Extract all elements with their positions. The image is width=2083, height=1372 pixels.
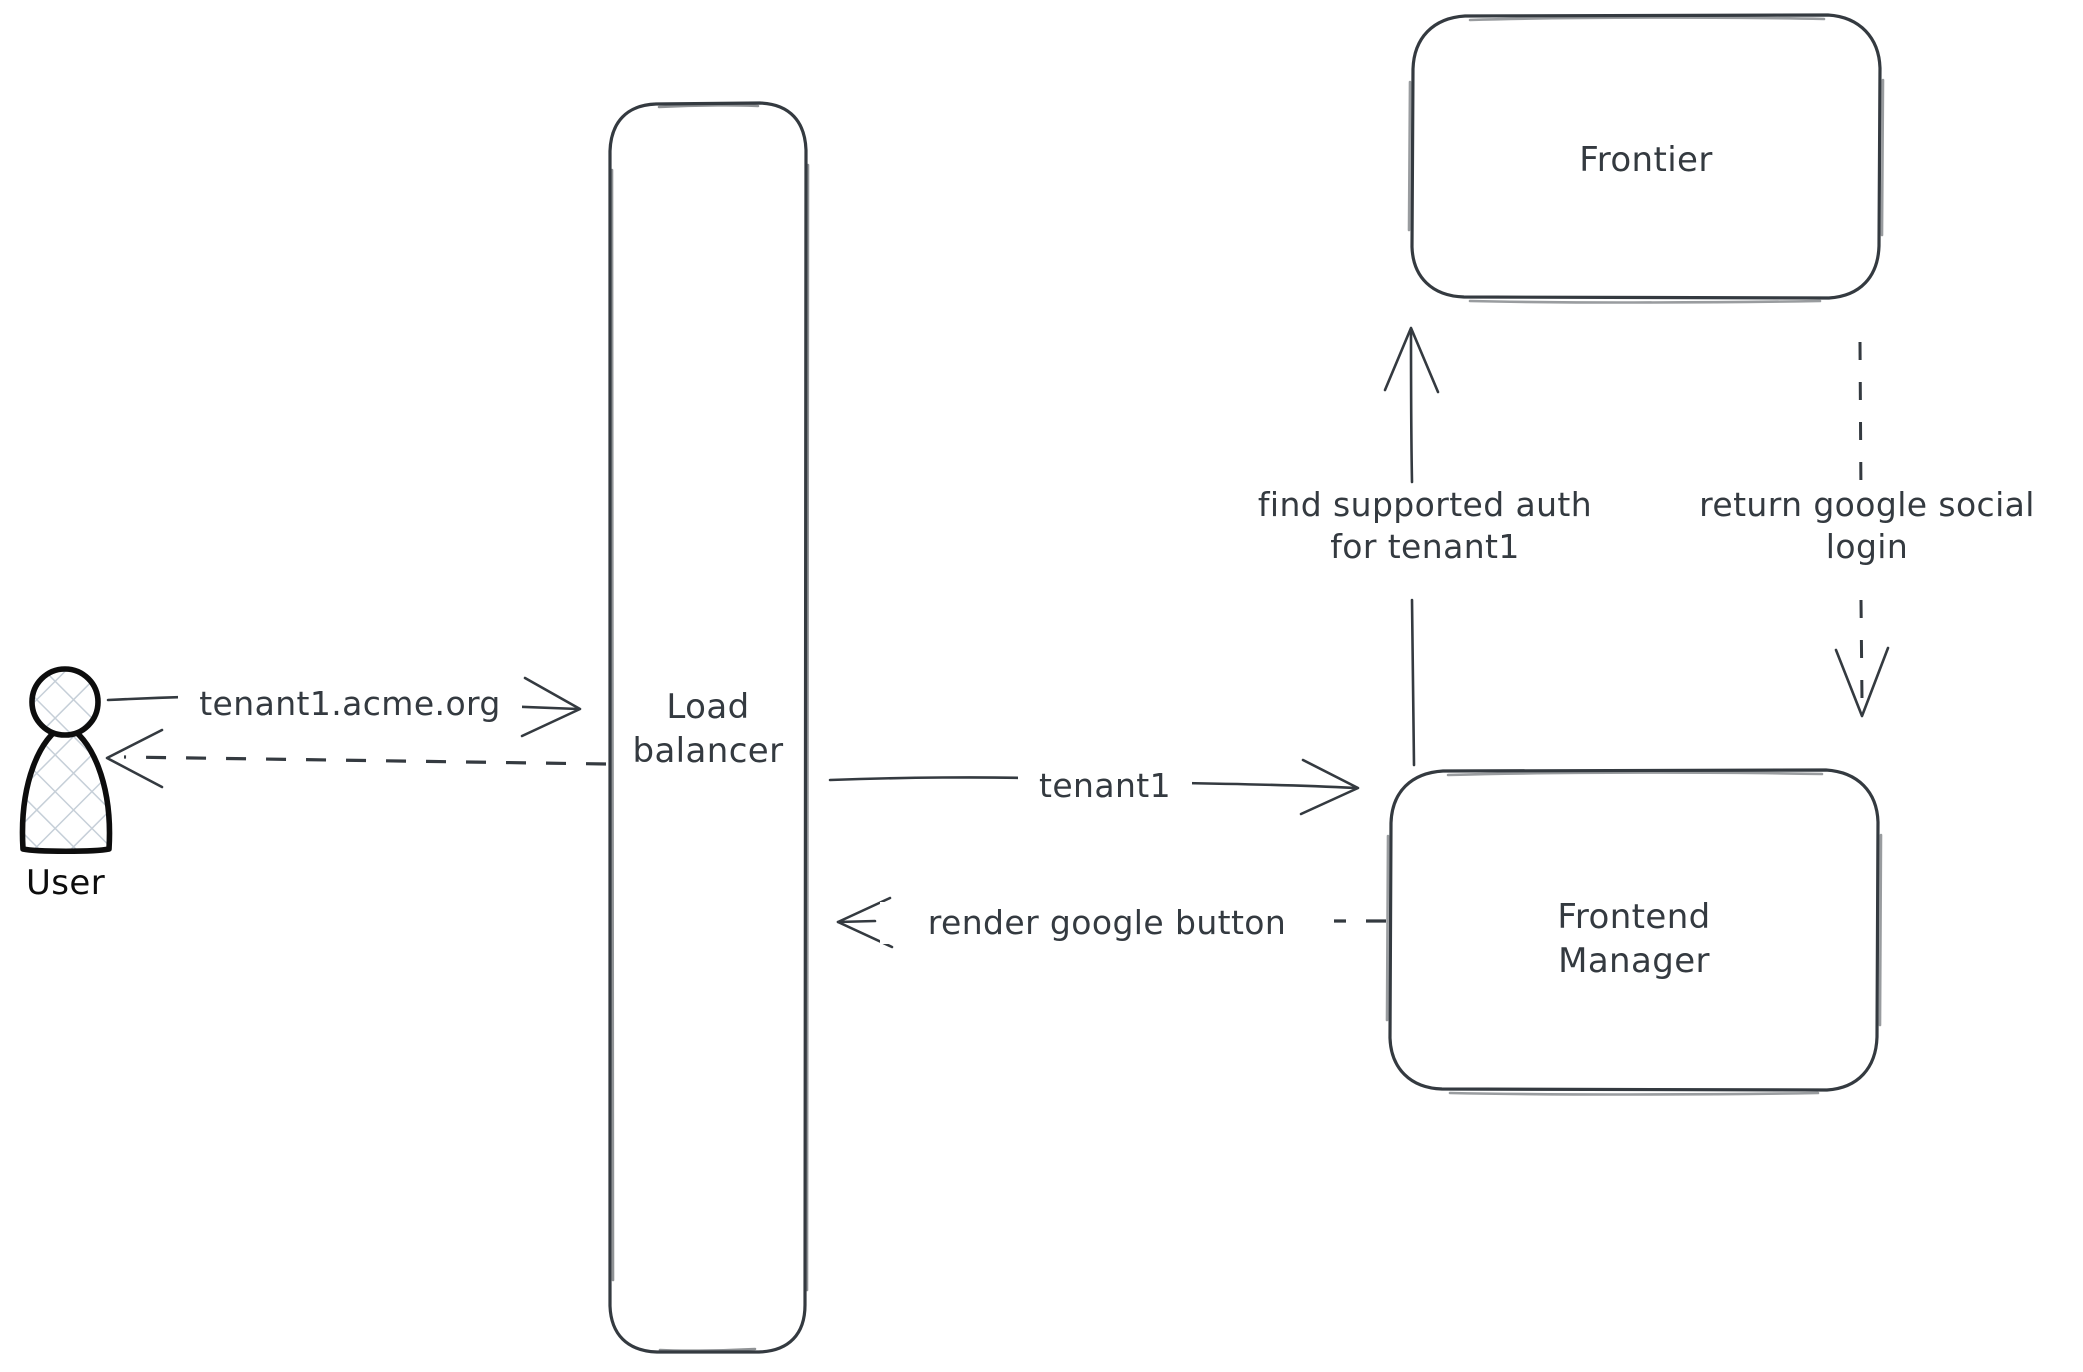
edge-frontier-to-frontend-manager [1834,341,1890,718]
node-frontier-shape[interactable] [1407,13,1885,304]
node-label-frontend-manager: Frontend Manager [1557,897,1711,981]
edge-label-tenant-domain: tenant1.acme.org [178,683,522,726]
edge-label-tenant1: tenant1 [1018,765,1192,808]
node-load-balancer-shape[interactable] [608,101,810,1354]
node-frontend-manager-shape[interactable] [1385,768,1883,1096]
node-label-frontier: Frontier [1579,140,1713,180]
actor-label-user: User [26,863,106,903]
edge-frontend-manager-to-frontier [1383,326,1440,767]
user-actor-icon [19,666,113,855]
edge-load-balancer-to-user [105,728,607,789]
edge-label-render-google-button: render google button [880,902,1334,945]
edge-load-balancer-to-frontend-manager [828,758,1360,816]
node-label-load-balancer: Load balancer [632,687,784,771]
edge-label-find-supported-auth: find supported auth for tenant1 [1208,484,1642,569]
edge-label-return-google-social-login: return google social login [1650,484,2083,569]
